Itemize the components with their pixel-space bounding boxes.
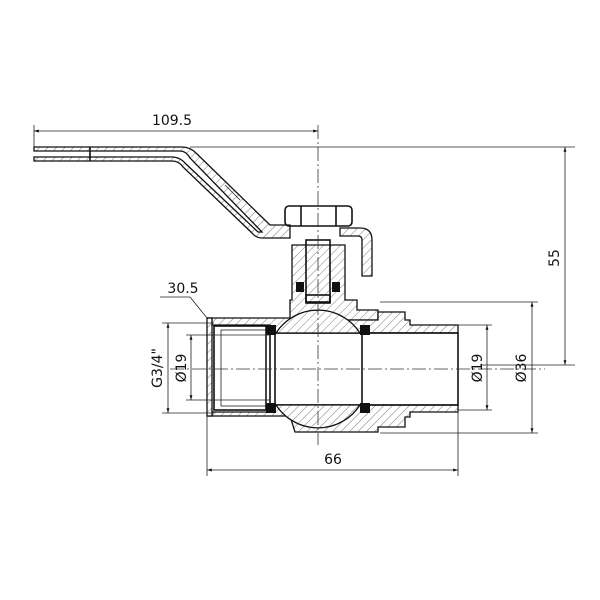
dimension-label-109-5: 109.5 [152, 113, 192, 129]
dimension-outer-diameter: Ø36 [380, 301, 538, 434]
valve-body [206, 239, 459, 433]
dimension-bore-right: Ø19 [458, 324, 492, 411]
dimension-label-55: 55 [547, 249, 563, 267]
stem-nut [284, 205, 353, 227]
dimension-bore-left: Ø19 [174, 334, 270, 401]
dimension-height: 55 [190, 146, 575, 366]
handle-lever [33, 146, 373, 277]
dimension-handle-length: 109.5 [33, 113, 318, 147]
dimension-label-bore-right: Ø19 [470, 354, 486, 383]
dimension-label-30-5: 30.5 [167, 281, 198, 297]
dimension-label-thread: G3/4" [150, 348, 166, 388]
dimension-wrench-size: 30.5 [160, 281, 208, 319]
dimension-label-66: 66 [324, 452, 342, 468]
dimension-length: 66 [206, 410, 459, 476]
dimension-label-bore-left: Ø19 [174, 354, 190, 383]
dimension-label-outer-diameter: Ø36 [514, 353, 530, 382]
dimension-thread: G3/4" [150, 322, 214, 414]
